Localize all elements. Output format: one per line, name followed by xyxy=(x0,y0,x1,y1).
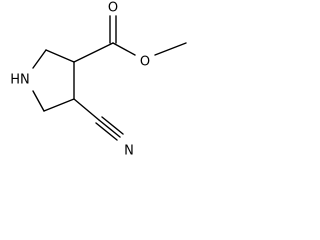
structure-canvas: HN O O N xyxy=(0,0,189,171)
bond-c3-carbonyl xyxy=(73,42,114,63)
bond-ring-c2-c3 xyxy=(45,49,75,63)
bond-ester-o-methyl xyxy=(154,42,187,56)
bond-ring-c4-c5 xyxy=(43,98,75,112)
bond-ring-c5-n xyxy=(32,90,45,112)
bond-nitrile-triple-3 xyxy=(101,116,124,135)
bond-carbonyl-ester-o xyxy=(112,42,136,56)
atom-label-carbonyl-oxygen: O xyxy=(108,1,118,16)
bond-nitrile-triple-2 xyxy=(98,119,121,138)
bond-ring-n-c2 xyxy=(32,49,47,69)
bond-nitrile-triple-1 xyxy=(95,122,118,141)
bond-c4-nitrile-c xyxy=(73,98,100,121)
molecule-structure: HN O O N xyxy=(10,1,187,159)
atom-label-nitrile-nitrogen: N xyxy=(124,144,134,159)
atom-label-nh: HN xyxy=(10,73,30,88)
atom-label-ester-oxygen: O xyxy=(140,55,150,70)
